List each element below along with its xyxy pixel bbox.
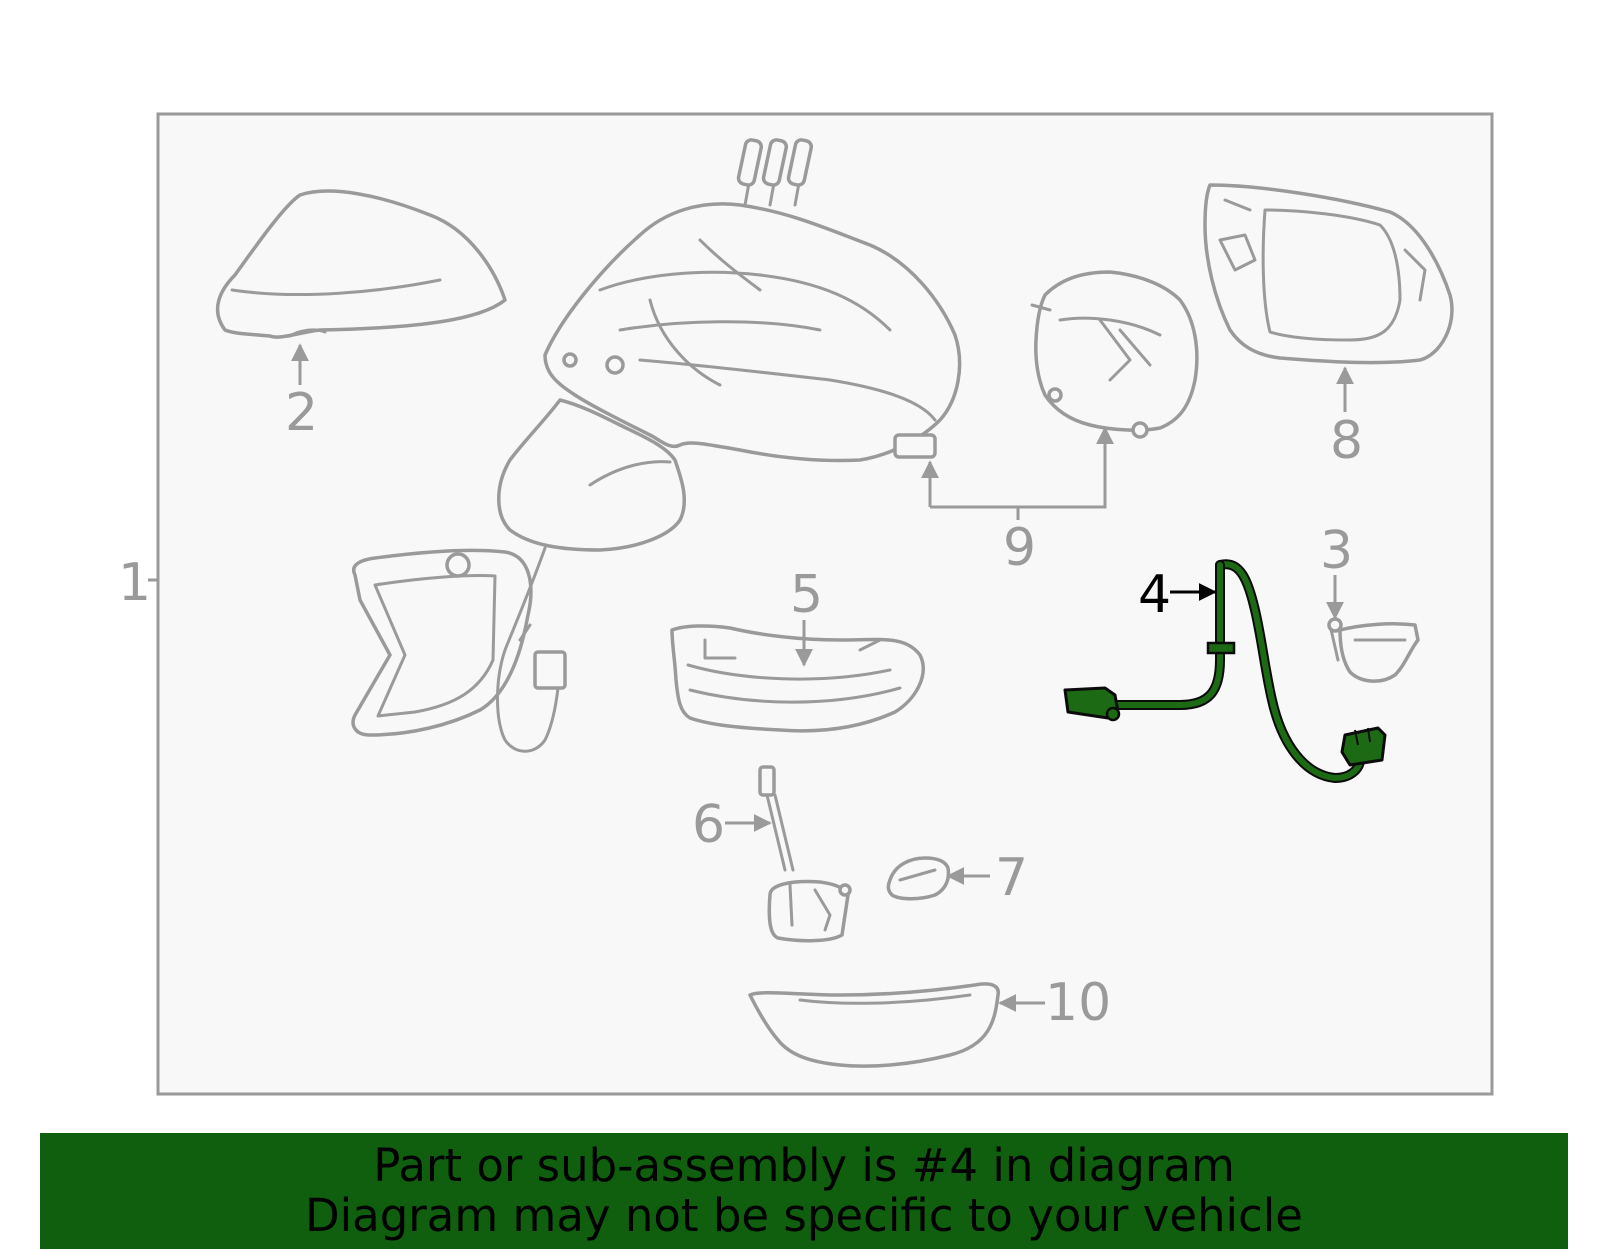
part-10-lower-cover [748, 982, 1000, 1068]
callout-5: 5 [790, 565, 823, 625]
part-3-bracket [1327, 617, 1420, 683]
info-banner: Part or sub-assembly is #4 in diagram Di… [40, 1133, 1568, 1249]
callout-2: 2 [285, 383, 318, 443]
part-7-puddle-lamp [886, 856, 951, 901]
callout-7: 7 [995, 848, 1028, 908]
part-5-turn-signal [670, 624, 925, 733]
banner-line-2: Diagram may not be specific to your vehi… [305, 1189, 1303, 1242]
callout-6: 6 [692, 795, 725, 855]
callout-9: 9 [1003, 518, 1036, 578]
part-1-mirror-assembly [351, 138, 962, 753]
part-4-wiring-harness [1063, 559, 1387, 784]
callout-10: 10 [1045, 973, 1111, 1033]
part-6-sensor [758, 765, 852, 943]
part-2-mirror-cap [215, 189, 507, 339]
part-9-actuator [1030, 270, 1199, 439]
callout-3: 3 [1320, 521, 1353, 581]
leader-lines [148, 343, 1354, 1012]
banner-line-1: Part or sub-assembly is #4 in diagram [373, 1139, 1235, 1192]
callout-1: 1 [118, 553, 151, 613]
callout-8: 8 [1330, 411, 1363, 471]
callout-4: 4 [1138, 565, 1171, 625]
part-8-glass-frame [1203, 183, 1454, 365]
